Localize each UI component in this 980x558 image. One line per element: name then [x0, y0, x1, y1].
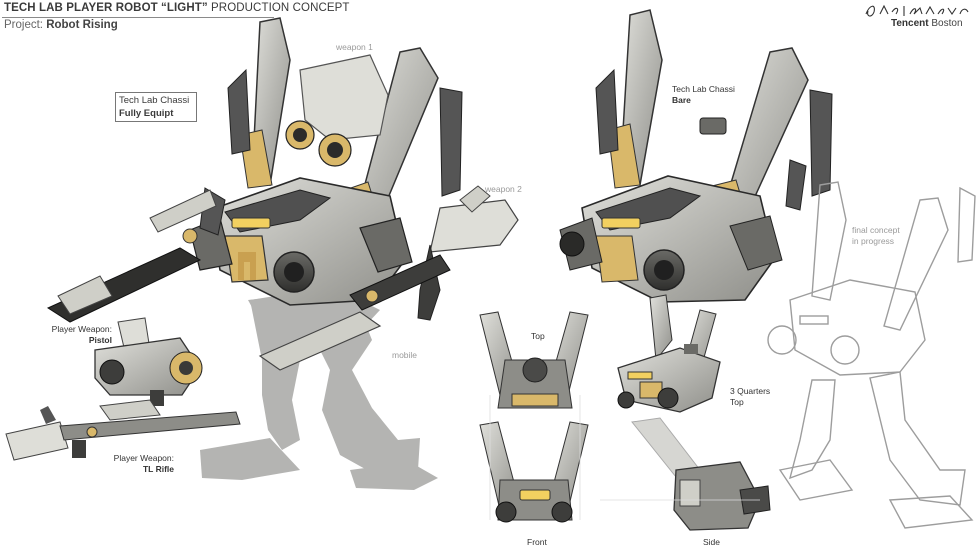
- callout-fully-equipt: Tech Lab Chassi Fully Equipt: [115, 92, 197, 122]
- mobile-legs-silhouette: [200, 290, 438, 490]
- label-final-concept-line1: final concept: [852, 225, 900, 235]
- label-three-quarters-line1: 3 Quarters: [730, 386, 771, 396]
- project-line: Project: Robot Rising: [4, 19, 118, 31]
- label-weapon-2: weapon 2: [485, 184, 522, 194]
- label-tl-rifle-line1: Player Weapon:: [113, 453, 174, 463]
- label-tl-rifle-line2: TL Rifle: [142, 464, 174, 474]
- label-tl-rifle: Player Weapon: TL Rifle: [88, 453, 174, 475]
- callout-bare-line2: Bare: [672, 95, 691, 105]
- three-quarters-view-illustration: [617, 294, 721, 413]
- label-final-concept-line2: in progress: [852, 236, 895, 246]
- page-title-bold: TECH LAB PLAYER ROBOT “LIGHT”: [4, 2, 208, 14]
- label-pistol-line1: Player Weapon:: [51, 324, 112, 334]
- callout-bare: Tech Lab Chassi Bare: [672, 84, 735, 106]
- top-view-illustration: [479, 311, 589, 409]
- artist-signature: [865, 4, 969, 17]
- project-label: Project:: [4, 19, 47, 31]
- tl-rifle-illustration: [5, 399, 241, 461]
- robot-fully-equipt: [46, 17, 519, 371]
- label-three-quarters-line2: Top: [730, 397, 744, 407]
- label-top-view: Top: [531, 331, 545, 341]
- label-pistol: Player Weapon: Pistol: [30, 324, 112, 346]
- label-front-view: Front: [527, 537, 547, 547]
- studio-location: Boston: [928, 18, 963, 29]
- label-three-quarters: 3 Quarters Top: [730, 386, 770, 408]
- ortho-guide-lines: [489, 395, 760, 520]
- label-final-concept: final concept in progress: [852, 225, 900, 247]
- page-title: TECH LAB PLAYER ROBOT “LIGHT” PRODUCTION…: [4, 2, 350, 14]
- robot-bare-chassis: [559, 9, 833, 303]
- project-name: Robot Rising: [46, 19, 118, 31]
- label-weapon-1: weapon 1: [336, 42, 373, 52]
- label-side-view: Side: [703, 537, 721, 547]
- title-rule: [2, 17, 274, 18]
- page-title-rest: PRODUCTION CONCEPT: [207, 2, 350, 14]
- studio-credit: Tencent Boston: [891, 18, 963, 29]
- callout-fully-equipt-line2: Fully Equipt: [119, 108, 174, 119]
- front-view-illustration: [479, 421, 589, 523]
- label-pistol-line2: Pistol: [88, 335, 112, 345]
- studio-name: Tencent: [891, 18, 929, 29]
- side-view-illustration: [631, 417, 771, 531]
- robot-final-sketch: [767, 181, 976, 529]
- callout-fully-equipt-line1: Tech Lab Chassi: [119, 95, 190, 106]
- label-mobile: mobile: [392, 350, 418, 360]
- pistol-illustration: [94, 317, 203, 406]
- callout-bare-line1: Tech Lab Chassi: [672, 84, 735, 94]
